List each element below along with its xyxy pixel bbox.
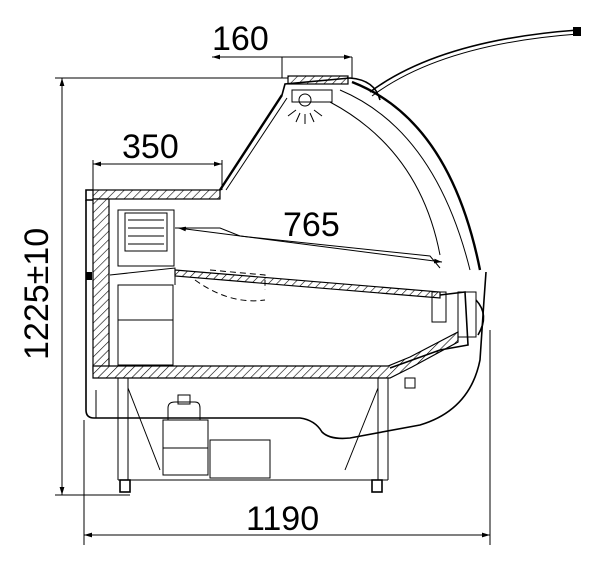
dimension-display-depth: 765 (177, 206, 443, 264)
foot-left (119, 479, 131, 493)
dimension-shelf-depth-label: 350 (122, 128, 179, 166)
display-shelf (174, 269, 441, 299)
dimension-top-width: 160 (212, 20, 353, 78)
rear-wall (92, 198, 110, 372)
compressor-unit (162, 394, 271, 479)
dimension-top-width-label: 160 (212, 20, 269, 58)
front-curved-glass (351, 80, 482, 271)
dimension-total-width-label: 1190 (246, 500, 319, 538)
rear-shelf (92, 189, 221, 200)
display-case-body (85, 27, 581, 493)
lift-up-lid (369, 29, 579, 93)
dimension-display-depth-label: 765 (283, 206, 340, 244)
cooling-grille (124, 212, 168, 252)
base-frame (117, 377, 416, 481)
dimension-height: 1225±10 (18, 77, 290, 496)
dimension-total-width: 1190 (83, 330, 491, 545)
bottom-tray (92, 331, 459, 379)
rear-glass (218, 94, 284, 191)
top-canopy (287, 75, 349, 85)
foot-right (371, 479, 383, 493)
light-fixture (298, 93, 312, 107)
dimension-height-label: 1225±10 (18, 228, 56, 360)
dimension-shelf-depth: 350 (92, 128, 223, 190)
